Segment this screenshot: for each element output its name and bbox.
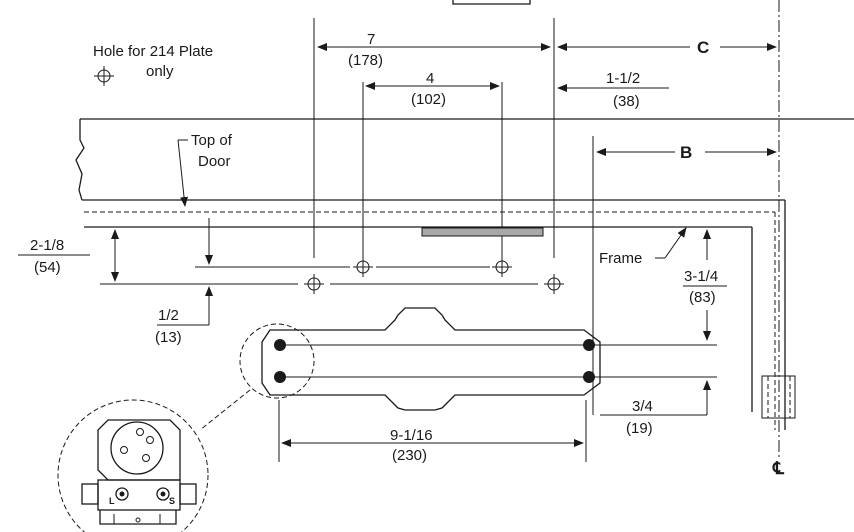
- top-of-door-label: Top of Door: [177, 132, 233, 207]
- dim-1-2-metric: (13): [155, 329, 182, 346]
- dim-C-label: C: [697, 38, 709, 57]
- valve-L-label: L: [109, 496, 115, 506]
- centerline: ℄: [772, 0, 785, 478]
- top-of-door-line1: Top of: [191, 132, 233, 149]
- closer-end-detail: L S: [57, 389, 251, 532]
- dim-B-label: B: [680, 143, 692, 162]
- dim-1-1-2-metric: (38): [613, 93, 640, 110]
- hole-symbol-icon: [94, 66, 114, 86]
- dim-7-metric: (178): [348, 52, 383, 69]
- dim-3-4-metric: (19): [626, 420, 653, 437]
- dim-7-imperial: 7: [367, 31, 375, 48]
- dim-4-imperial: 4: [426, 70, 434, 87]
- top-partial-box: [452, 0, 531, 5]
- hole-note-line2: only: [146, 63, 174, 80]
- dim-3-1-4-imperial: 3-1/4: [684, 268, 718, 285]
- frame-text: Frame: [599, 250, 642, 267]
- dim-4-metric: (102): [411, 91, 446, 108]
- dim-3-1-4-metric: (83): [689, 289, 716, 306]
- dimension-2-1-8: 2-1/8 (54): [18, 229, 119, 282]
- door: [75, 118, 854, 430]
- top-of-door-line2: Door: [198, 153, 231, 170]
- frame-label: Frame: [599, 227, 687, 267]
- dimension-1-1-2: 1-1/2 (38): [557, 70, 669, 110]
- dimension-C: C: [557, 38, 777, 57]
- dimension-9-1-16: 9-1/16 (230): [281, 427, 584, 464]
- dim-1-1-2-imperial: 1-1/2: [606, 70, 640, 87]
- dimension-4: 4 (102): [365, 70, 500, 108]
- dimension-3-4: 3/4 (19): [600, 380, 711, 437]
- centerline-symbol: ℄: [772, 459, 785, 478]
- hole-note-line1: Hole for 214 Plate: [93, 43, 213, 60]
- dimension-7: 7 (178): [317, 31, 551, 69]
- mounting-plate: [421, 227, 544, 237]
- dim-9-1-16-imperial: 9-1/16: [390, 427, 433, 444]
- dim-1-2-imperial: 1/2: [158, 307, 179, 324]
- hole-rows: [100, 257, 564, 294]
- hole-note: Hole for 214 Plate only: [93, 43, 213, 86]
- extension-lines: [313, 18, 594, 415]
- dim-2-1-8-imperial: 2-1/8: [30, 237, 64, 254]
- dimension-3-1-4: 3-1/4 (83): [683, 229, 727, 341]
- valve-S-label: S: [169, 496, 175, 506]
- dimension-B: B: [596, 143, 777, 162]
- dimension-1-2: 1/2 (13): [155, 218, 213, 346]
- dim-3-4-imperial: 3/4: [632, 398, 653, 415]
- door-closer-body: [239, 307, 717, 462]
- dim-2-1-8-metric: (54): [34, 259, 61, 276]
- dim-9-1-16-metric: (230): [392, 447, 427, 464]
- frame-stop-box: [761, 375, 796, 419]
